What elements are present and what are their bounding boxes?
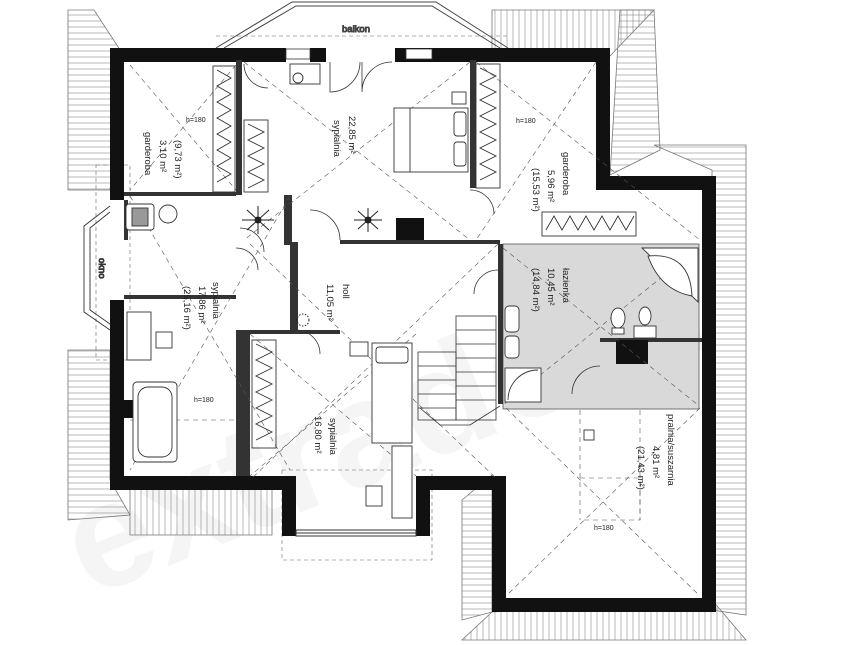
garderoba-right-alt: (15,53 m²)	[530, 168, 541, 212]
exterior-walls	[110, 48, 716, 612]
holl-area: 11,05 m²	[324, 284, 335, 321]
bathroom-fixtures	[504, 247, 699, 403]
armchair	[125, 63, 595, 441]
h180-label-3: h=180	[194, 397, 214, 404]
sypialnia-top-name: sypialnia	[331, 120, 342, 158]
top-windows	[285, 48, 433, 60]
interior-walls	[122, 60, 702, 476]
pralnia-area: 4,81 m²	[650, 446, 661, 478]
bed-top	[393, 107, 469, 173]
bottom-window	[295, 529, 417, 537]
garderoba-left-area: 3,10 m²	[157, 140, 168, 172]
sypialnia-left-area: 17,86 m²	[196, 286, 207, 324]
closets	[212, 63, 637, 449]
h180-label-1: h=180	[186, 117, 206, 124]
holl-name: holl	[340, 284, 351, 299]
lazienka-alt: (14,84 m²)	[530, 268, 541, 312]
bed-bottom	[365, 342, 413, 519]
sypialnia-bottom-name: sypialnia	[327, 418, 338, 456]
garderoba-right-name: garderoba	[560, 152, 571, 196]
plants	[242, 206, 382, 327]
lazienka-name: łazienka	[560, 268, 571, 304]
okno-label: okno	[96, 258, 107, 279]
sypialnia-top-area: 22,85 m²	[346, 116, 357, 154]
bathtubs	[126, 311, 178, 463]
doors	[235, 61, 601, 395]
garderoba-left-name: garderoba	[142, 132, 153, 176]
h180-label-2: h=180	[516, 118, 536, 125]
pralnia-name: pralnia/suszarnia	[665, 414, 676, 487]
garderoba-left-alt: (9,73 m²)	[172, 140, 183, 179]
balcony: balkon	[215, 1, 509, 49]
sypialnia-left-name: sypialnia	[210, 282, 221, 320]
room-labels: garderoba 3,10 m² (9,73 m²) h=180 sypial…	[142, 116, 676, 532]
stairs	[417, 315, 501, 426]
bay-window: okno	[83, 205, 111, 331]
sypialnia-bottom-area: 16,80 m²	[312, 416, 323, 454]
lazienka-area: 10,45 m²	[545, 268, 556, 306]
garderoba-right-area: 5,96 m²	[545, 170, 556, 202]
h180-label-4: h=180	[594, 525, 614, 532]
sypialnia-left-alt: (25,16 m²)	[181, 286, 192, 330]
pralnia-alt: (21,43 m²)	[635, 446, 646, 490]
balkon-label: balkon	[342, 24, 370, 35]
